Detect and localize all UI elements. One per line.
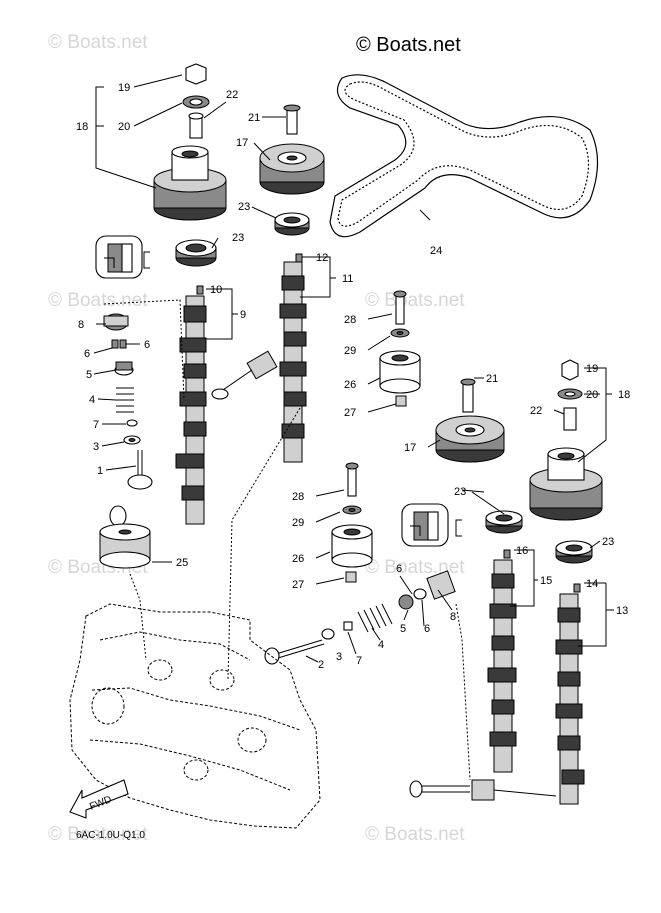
callout-1: 1 — [97, 465, 103, 477]
callout-21: 21 — [248, 112, 260, 124]
valve-train-left — [103, 313, 153, 490]
sprocket-right-center — [435, 378, 505, 463]
tensioner-lower — [331, 462, 373, 583]
fwd-indicator: FWD — [69, 779, 129, 819]
diagram-code: 6AC-1.0U-Q1.0 — [76, 830, 145, 841]
callout-28: 28 — [292, 491, 304, 503]
callout-14: 14 — [586, 578, 598, 590]
camshaft-right-a — [487, 549, 517, 773]
camshaft-left — [175, 285, 207, 525]
tensioner-upper — [379, 290, 421, 407]
watermark: © Boats.net — [365, 824, 465, 845]
watermark: © Boats.net — [365, 557, 465, 578]
callout-4: 4 — [89, 394, 95, 406]
callout-21: 21 — [486, 373, 498, 385]
callout-5: 5 — [400, 623, 406, 635]
watermark: © Boats.net — [365, 290, 465, 311]
camshaft-right-b — [555, 583, 585, 805]
cylinder-head — [69, 603, 321, 829]
callout-10: 10 — [210, 284, 222, 296]
callout-7: 7 — [93, 419, 99, 431]
callout-24: 24 — [430, 245, 442, 257]
callout-11: 11 — [342, 273, 353, 285]
callout-25: 25 — [176, 557, 188, 569]
callout-12: 12 — [316, 252, 328, 264]
watermark: © Boats.net — [48, 290, 148, 311]
callout-6: 6 — [396, 563, 402, 575]
callout-29: 29 — [292, 517, 304, 529]
brand-watermark: © Boats.net — [356, 34, 461, 56]
callout-19: 19 — [118, 82, 130, 94]
callout-22: 22 — [530, 405, 542, 417]
callout-23: 23 — [238, 201, 250, 213]
callout-9: 9 — [240, 309, 246, 321]
callout-26: 26 — [344, 379, 356, 391]
callout-6: 6 — [144, 339, 150, 351]
callout-18: 18 — [618, 389, 630, 401]
callout-17: 17 — [404, 442, 416, 454]
callout-27: 27 — [344, 407, 356, 419]
sprocket-assembly-center — [259, 104, 325, 236]
timing-belt — [329, 74, 599, 238]
callout-19: 19 — [586, 363, 598, 375]
sprocket-assembly-right — [401, 359, 603, 564]
belt-tensioner — [99, 505, 151, 569]
callout-5: 5 — [86, 369, 92, 381]
callout-23: 23 — [232, 232, 244, 244]
camshaft-middle — [211, 253, 307, 463]
callout-18: 18 — [76, 121, 88, 133]
callout-15: 15 — [540, 575, 552, 587]
callout-labels: 19 22 18 20 21 17 23 23 24 12 11 10 9 8 … — [76, 82, 630, 671]
callout-7: 7 — [356, 655, 362, 667]
callout-26: 26 — [292, 553, 304, 565]
callout-8: 8 — [450, 611, 456, 623]
watermark: © Boats.net — [48, 824, 148, 845]
callout-3: 3 — [93, 441, 99, 453]
callout-27: 27 — [292, 579, 304, 591]
watermark: © Boats.net — [48, 32, 148, 53]
callout-8: 8 — [78, 319, 84, 331]
callout-2: 2 — [318, 659, 324, 671]
callout-20: 20 — [586, 389, 598, 401]
callout-6: 6 — [424, 623, 430, 635]
watermarks: © Boats.net © Boats.net © Boats.net © Bo… — [48, 32, 465, 845]
callout-3: 3 — [336, 651, 342, 663]
callout-13: 13 — [616, 605, 628, 617]
callout-16: 16 — [516, 545, 528, 557]
callout-6: 6 — [84, 348, 90, 360]
callout-29: 29 — [344, 345, 356, 357]
callout-23: 23 — [454, 486, 466, 498]
callout-20: 20 — [118, 121, 130, 133]
callout-23: 23 — [602, 536, 614, 548]
callout-22: 22 — [226, 89, 238, 101]
sprocket-assembly-left — [95, 63, 227, 279]
callout-28: 28 — [344, 314, 356, 326]
callout-4: 4 — [378, 639, 384, 651]
leader-lines — [93, 74, 614, 781]
callout-17: 17 — [236, 137, 248, 149]
